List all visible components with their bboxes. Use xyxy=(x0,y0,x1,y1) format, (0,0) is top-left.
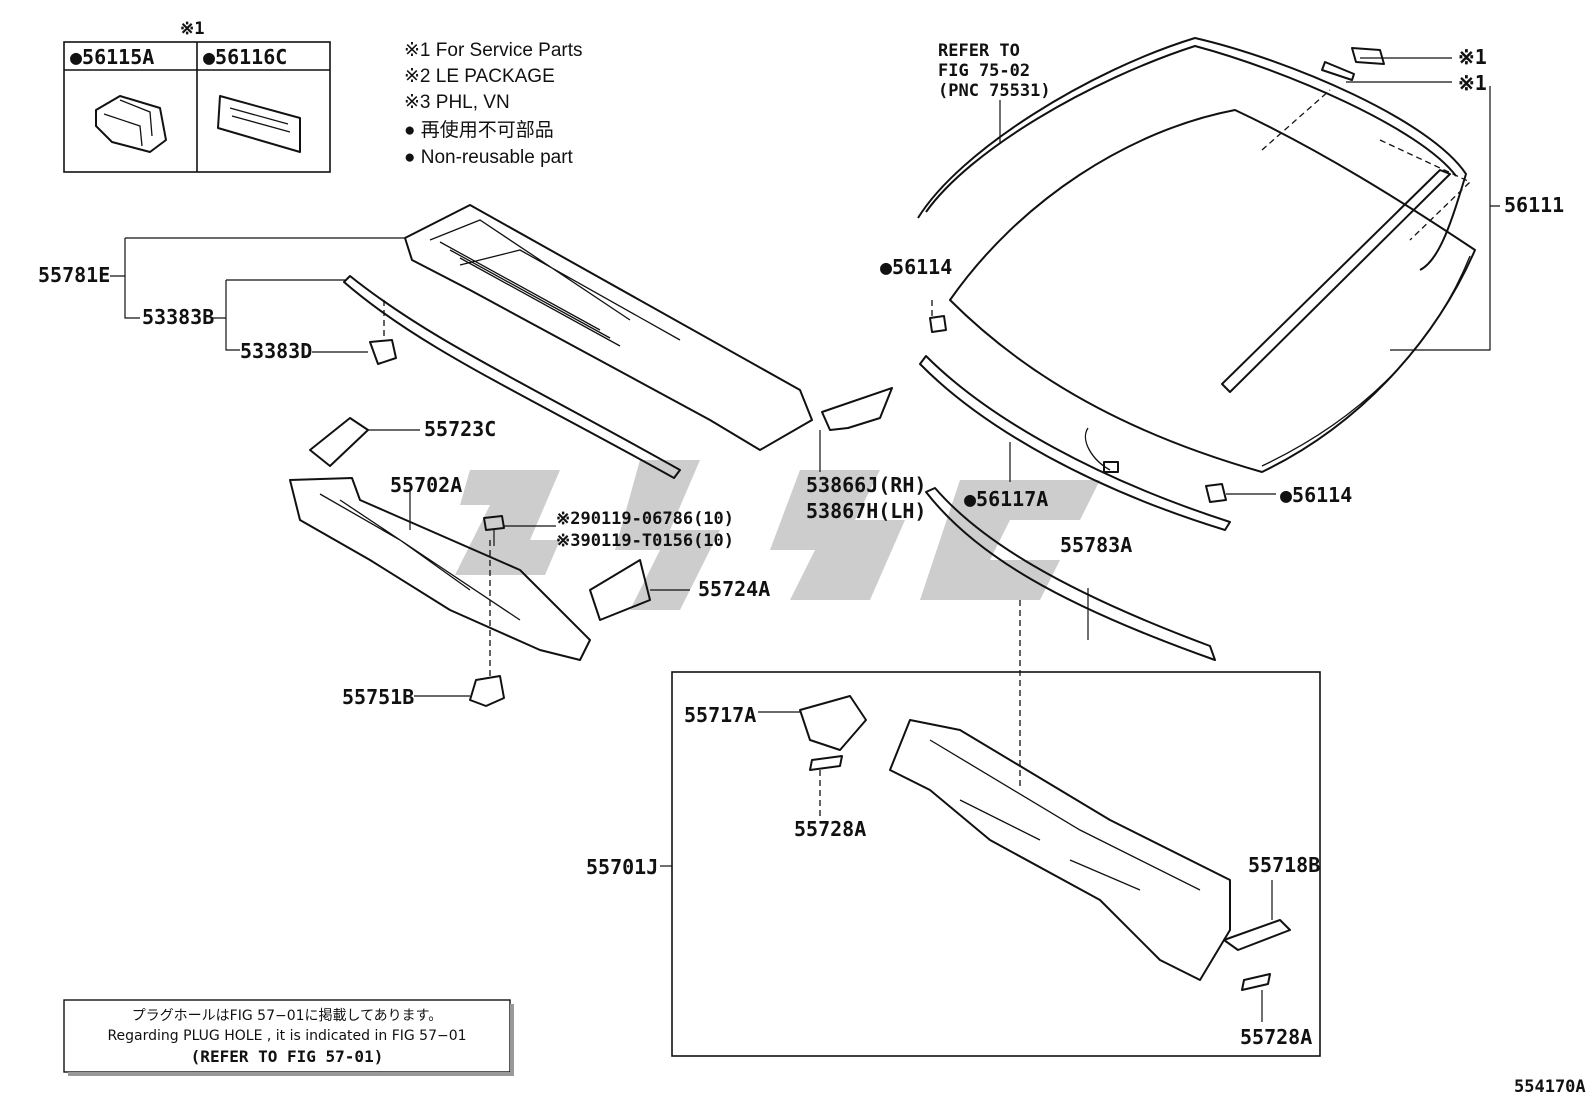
figure-id: 554170A xyxy=(1514,1077,1586,1097)
label-53383B: 53383B xyxy=(142,305,214,329)
clip-56116C-drawing xyxy=(217,95,301,153)
service-parts-box: ※1 ●56115A ●56116C xyxy=(63,19,331,173)
label-service-1a: ※1 xyxy=(1458,45,1487,69)
refer-note: REFER TO FIG 75-02 (PNC 75531) xyxy=(938,41,1051,144)
label-55702A: 55702A xyxy=(390,473,462,497)
label-55751B: 55751B xyxy=(342,685,414,709)
label-55728A-right: 55728A xyxy=(1240,1025,1312,1049)
dash-panel-box xyxy=(660,671,1321,1057)
label-56111: 56111 xyxy=(1504,193,1564,217)
label-56117A: ●56117A xyxy=(964,487,1048,511)
label-56114-top: ●56114 xyxy=(880,255,952,279)
watermark-logo xyxy=(455,460,1100,610)
footnote-en: Regarding PLUG HOLE , it is indicated in… xyxy=(107,1028,466,1044)
legend: ※1 For Service Parts ※2 LE PACKAGE ※3 PH… xyxy=(404,40,583,168)
label-service-1b: ※1 xyxy=(1458,71,1487,95)
label-55701J: 55701J xyxy=(586,855,658,879)
label-55723C: 55723C xyxy=(424,417,496,441)
label-55724A: 55724A xyxy=(698,577,770,601)
clip-56115A-drawing xyxy=(95,95,167,153)
label-290119: ※290119-06786(10) xyxy=(556,509,734,529)
label-55781E: 55781E xyxy=(38,263,110,287)
windshield-drawing xyxy=(917,37,1500,790)
footnote-box: プラグホールはFIG 57−01に掲載してあります。 Regarding PLU… xyxy=(63,999,514,1076)
legend-line-4: ● 再使用不可部品 xyxy=(404,119,554,141)
label-55728A-left: 55728A xyxy=(794,817,866,841)
label-55783A: 55783A xyxy=(1060,533,1132,557)
legend-line-5: ● Non-reusable part xyxy=(404,147,574,168)
label-53383D: 53383D xyxy=(240,339,312,363)
legend-line-2: ※2 LE PACKAGE xyxy=(404,66,555,87)
legend-line-1: ※1 For Service Parts xyxy=(404,40,583,61)
refer-line-1: REFER TO xyxy=(938,41,1020,61)
label-53867H: 53867H(LH) xyxy=(806,499,926,523)
cowl-louver-drawing xyxy=(110,204,813,479)
label-390119: ※390119-T0156(10) xyxy=(556,531,734,551)
refer-line-3: (PNC 75531) xyxy=(938,81,1051,101)
service-parts-marker: ※1 xyxy=(180,19,204,39)
footnote-ref: (REFER TO FIG 57-01) xyxy=(191,1047,384,1066)
legend-line-3: ※3 PHL, VN xyxy=(404,92,510,113)
footnote-jp: プラグホールはFIG 57−01に掲載してあります。 xyxy=(132,1008,443,1024)
cowl-panel-drawing xyxy=(289,387,893,707)
label-55717A: 55717A xyxy=(684,703,756,727)
part-labels: 56111 ※1 ※1 ●56114 ●56114 ●56117A 55783A… xyxy=(38,45,1564,1049)
service-part-56115A: ●56115A xyxy=(70,45,154,69)
service-part-56116C: ●56116C xyxy=(203,45,287,69)
label-53866J: 53866J(RH) xyxy=(806,473,926,497)
label-56114-bottom: ●56114 xyxy=(1280,483,1352,507)
label-55718B: 55718B xyxy=(1248,853,1320,877)
refer-line-2: FIG 75-02 xyxy=(938,61,1030,81)
